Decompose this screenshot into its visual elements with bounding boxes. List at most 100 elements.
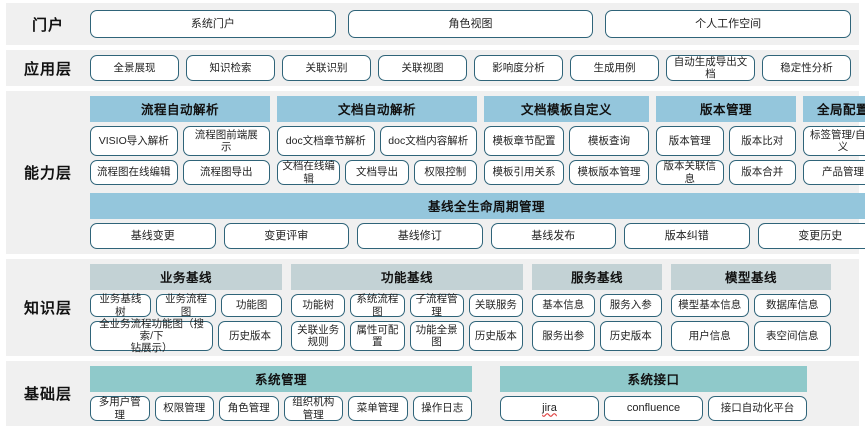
know-item-function-chart[interactable]: 功能图	[221, 294, 283, 317]
baseline-item-list: 基线变更 变更评审 基线修订 基线发布 版本纠错 变更历史	[90, 223, 865, 249]
know-item-history-version[interactable]: 历史版本	[599, 321, 662, 351]
group-title-system-management: 系统管理	[90, 366, 472, 392]
app-item-stability-analysis[interactable]: 稳定性分析	[762, 55, 851, 81]
base-item-menu-management[interactable]: 菜单管理	[348, 396, 408, 421]
cap-item-flowchart-frontend-display[interactable]: 流程图前端展 示	[182, 126, 270, 156]
cap-item-template-chapter-config[interactable]: 模板章节配置	[484, 126, 564, 156]
knowledge-group-model-baseline: 模型基线 模型基本信息 数据库信息 用户信息 表空间信息	[671, 264, 831, 351]
base-item-multi-user-management[interactable]: 多用户管理	[90, 396, 150, 421]
know-item-function-tree[interactable]: 功能树	[291, 294, 346, 317]
app-item-generate-case[interactable]: 生成用例	[570, 55, 659, 81]
knowledge-row: 基本信息 服务入参	[532, 294, 662, 317]
know-item-history-version[interactable]: 历史版本	[468, 321, 523, 351]
cap-item-version-relation-info[interactable]: 版本关联信息	[656, 160, 724, 185]
jira-label: jira	[542, 402, 557, 415]
layer-row-portal: 门户 系统门户 角色视图 个人工作空间	[6, 3, 859, 45]
cap-item-version-management[interactable]: 版本管理	[656, 126, 724, 156]
app-item-impact-analysis[interactable]: 影响度分析	[474, 55, 563, 81]
base-item-operation-log[interactable]: 操作日志	[412, 396, 472, 421]
cap-item-doc-online-edit[interactable]: 文档在线编辑	[277, 160, 341, 185]
portal-item-role-view[interactable]: 角色视图	[347, 10, 594, 38]
group-title-system-interface: 系统接口	[500, 366, 807, 392]
know-item-function-panorama[interactable]: 功能全景图	[409, 321, 464, 351]
cap-item-flowchart-online-edit[interactable]: 流程图在线编辑	[90, 160, 178, 185]
cap-item-doc-export[interactable]: 文档导出	[345, 160, 409, 185]
cap-item-version-merge[interactable]: 版本合并	[728, 160, 796, 185]
cap-item-tag-management-custom[interactable]: 标签管理/自定 义	[803, 126, 865, 156]
cap-item-permission-control[interactable]: 权限控制	[413, 160, 477, 185]
portal-item-personal-workspace[interactable]: 个人工作空间	[605, 10, 852, 38]
baseline-title: 基线全生命周期管理	[90, 193, 865, 219]
baseline-item-change-review[interactable]: 变更评审	[223, 223, 349, 249]
base-item-permission-management[interactable]: 权限管理	[154, 396, 214, 421]
know-item-database-info[interactable]: 数据库信息	[753, 294, 831, 317]
cap-item-flowchart-export[interactable]: 流程图导出	[182, 160, 270, 185]
capability-row: 标签管理/自定 义	[803, 126, 865, 156]
know-item-related-service[interactable]: 关联服务	[468, 294, 523, 317]
know-item-history-version[interactable]: 历史版本	[218, 321, 282, 351]
base-item-jira[interactable]: jira	[500, 396, 599, 421]
layer-row-capability: 能力层 流程自动解析 VISIO导入解析 流程图前端展 示 流程图在线编辑 流程…	[6, 91, 865, 254]
baseline-item-revision[interactable]: 基线修订	[357, 223, 483, 249]
knowledge-row: 模型基本信息 数据库信息	[671, 294, 831, 317]
know-item-business-baseline-tree[interactable]: 业务基线树	[90, 293, 151, 318]
capability-row: VISIO导入解析 流程图前端展 示	[90, 126, 270, 156]
know-item-related-business-rule[interactable]: 关联业务规则	[291, 321, 346, 351]
base-group-system-management: 系统管理 多用户管理 权限管理 角色管理 组织机构管理 菜单管理 操作日志	[90, 366, 472, 421]
knowledge-group-service-baseline: 服务基线 基本信息 服务入参 服务出参 历史版本	[532, 264, 662, 351]
capability-row: 模板引用关系 模板版本管理	[484, 160, 649, 185]
capability-row: 流程图在线编辑 流程图导出	[90, 160, 270, 185]
knowledge-group-list: 业务基线 业务基线树 业务流程图 功能图 全业务流程功能图（搜索/下 钻展示） …	[90, 264, 851, 354]
know-item-sub-process-management[interactable]: 子流程管理	[409, 293, 464, 318]
cap-item-template-reference-relation[interactable]: 模板引用关系	[484, 160, 564, 185]
base-group-system-interface: 系统接口 jira confluence 接口自动化平台	[500, 366, 807, 421]
app-item-knowledge-search[interactable]: 知识检索	[186, 55, 275, 81]
cap-item-doc-chapter-parse[interactable]: doc文档章节解析	[277, 126, 375, 156]
app-item-relation-view[interactable]: 关联视图	[378, 55, 467, 81]
capability-group-process-parse: 流程自动解析 VISIO导入解析 流程图前端展 示 流程图在线编辑 流程图导出	[90, 96, 270, 185]
capability-row: 版本关联信息 版本合并	[656, 160, 796, 185]
know-item-service-output-param[interactable]: 服务出参	[532, 321, 595, 351]
baseline-item-release[interactable]: 基线发布	[490, 223, 616, 249]
cap-item-template-version-management[interactable]: 模板版本管理	[569, 160, 649, 185]
base-item-interface-automation-platform[interactable]: 接口自动化平台	[708, 396, 807, 421]
baseline-item-version-correction[interactable]: 版本纠错	[624, 223, 750, 249]
layer-body-base: 系统管理 多用户管理 权限管理 角色管理 组织机构管理 菜单管理 操作日志 系统…	[90, 361, 859, 426]
know-item-service-input-param[interactable]: 服务入参	[599, 294, 662, 317]
cap-item-visio-import-parse[interactable]: VISIO导入解析	[90, 126, 178, 156]
know-item-attribute-configurable[interactable]: 属性可配置	[350, 321, 405, 351]
layer-label-base: 基础层	[23, 386, 72, 403]
capability-row: 版本管理 版本比对	[656, 126, 796, 156]
app-item-panorama[interactable]: 全景展现	[90, 55, 179, 81]
cap-item-doc-content-parse[interactable]: doc文档内容解析	[379, 126, 477, 156]
knowledge-row: 功能树 系统流程图 子流程管理 关联服务	[291, 293, 523, 318]
layer-body-portal: 系统门户 角色视图 个人工作空间	[90, 3, 859, 45]
know-item-tablespace-info[interactable]: 表空间信息	[753, 321, 831, 351]
portal-item-list: 系统门户 角色视图 个人工作空间	[90, 10, 852, 38]
know-item-basic-info[interactable]: 基本信息	[532, 294, 595, 317]
app-item-auto-export-doc[interactable]: 自动生成导出文档	[666, 55, 755, 81]
knowledge-row: 关联业务规则 属性可配置 功能全景图 历史版本	[291, 321, 523, 351]
know-item-full-business-flow-function-chart[interactable]: 全业务流程功能图（搜索/下 钻展示）	[90, 318, 214, 354]
knowledge-row: 服务出参 历史版本	[532, 321, 662, 351]
layer-label-capability: 能力层	[23, 165, 72, 182]
know-item-system-flowchart[interactable]: 系统流程图	[350, 293, 405, 318]
know-item-model-basic-info[interactable]: 模型基本信息	[671, 294, 749, 317]
portal-item-system-portal[interactable]: 系统门户	[90, 10, 336, 38]
app-item-relation-recognition[interactable]: 关联识别	[282, 55, 371, 81]
base-item-role-management[interactable]: 角色管理	[219, 396, 279, 421]
layer-row-application: 应用层 全景展现 知识检索 关联识别 关联视图 影响度分析 生成用例 自动生成导…	[6, 50, 859, 86]
group-title-service-baseline: 服务基线	[532, 264, 662, 290]
know-item-business-flowchart[interactable]: 业务流程图	[155, 293, 217, 318]
base-item-confluence[interactable]: confluence	[604, 396, 703, 421]
capability-row: 文档在线编辑 文档导出 权限控制	[277, 160, 477, 185]
base-item-organization-management[interactable]: 组织机构管理	[283, 396, 343, 421]
baseline-item-change-history[interactable]: 变更历史	[757, 223, 865, 249]
layer-row-knowledge: 知识层 业务基线 业务基线树 业务流程图 功能图 全业务流程功能图（搜索/下 钻…	[6, 259, 859, 356]
baseline-item-change[interactable]: 基线变更	[90, 223, 216, 249]
know-item-user-info[interactable]: 用户信息	[671, 321, 749, 351]
cap-item-product-management[interactable]: 产品管理	[803, 160, 865, 185]
cap-item-template-query[interactable]: 模板查询	[569, 126, 649, 156]
cap-item-version-compare[interactable]: 版本比对	[728, 126, 796, 156]
